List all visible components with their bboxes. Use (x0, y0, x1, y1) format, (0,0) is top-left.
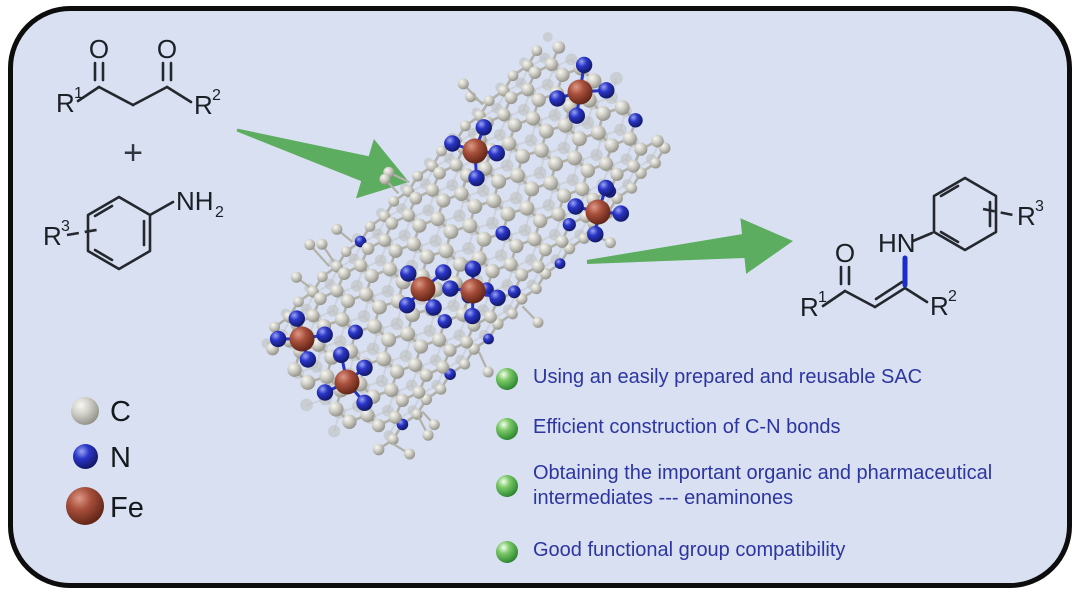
r1-superscript: 1 (74, 85, 83, 102)
r1-label: R (56, 88, 75, 118)
bullet-sphere-icon (496, 541, 518, 563)
reactant-diketone-structure: O O R 1 R 2 (56, 34, 221, 120)
r2-label: R (194, 90, 213, 120)
bullet-text: Using an easily prepared and reusable SA… (533, 366, 923, 388)
list-item: Good functional group compatibility (495, 538, 1040, 564)
bullet-text: Good functional group compatibility (533, 539, 846, 561)
carbon-atom-icon (71, 397, 99, 425)
r2-label: R (930, 291, 949, 321)
catalyst-nanotube-model (261, 32, 671, 460)
reaction-arrow-1 (236, 128, 409, 199)
legend-label-iron: Fe (110, 492, 144, 524)
reaction-arrow-2 (586, 218, 793, 274)
bullet-sphere-icon (496, 368, 518, 390)
r3-label: R (43, 221, 62, 251)
bullet-sphere-icon (496, 418, 518, 440)
carbonyl-o-label: O (89, 34, 109, 64)
list-item: Using an easily prepared and reusable SA… (495, 365, 1040, 391)
nitrogen-atom-icon (73, 444, 98, 469)
product-enaminone-structure: O HN R 1 R 2 R 3 (800, 176, 1044, 322)
r2-superscript: 2 (948, 288, 957, 305)
bullet-text: Efficient construction of C-N bonds (533, 416, 841, 438)
list-item: Obtaining the important organic and phar… (495, 461, 1040, 511)
r1-superscript: 1 (818, 289, 827, 306)
bullet-text: Obtaining the important organic and phar… (533, 462, 993, 509)
r3-superscript: 3 (1035, 198, 1044, 215)
carbonyl-o-label: O (835, 238, 855, 268)
r2-superscript: 2 (212, 87, 221, 104)
bullet-sphere-icon (496, 475, 518, 497)
amine-label: NH (176, 186, 214, 216)
list-item: Efficient construction of C-N bonds (495, 415, 1040, 441)
legend-label-carbon: C (110, 396, 131, 428)
amine-hn-label: HN (878, 228, 916, 258)
plus-sign: + (123, 134, 143, 172)
legend-label-nitrogen: N (110, 442, 131, 474)
r1-label: R (800, 292, 819, 322)
amine-subscript: 2 (215, 204, 224, 221)
r3-label: R (1017, 201, 1036, 231)
iron-atom-icon (66, 487, 104, 525)
carbonyl-o-label: O (157, 34, 177, 64)
reactant-aniline-structure: NH 2 R 3 (43, 186, 224, 271)
figure-panel: O O R 1 R 2 + NH 2 R 3 O (8, 6, 1072, 588)
r3-superscript: 3 (61, 218, 70, 235)
